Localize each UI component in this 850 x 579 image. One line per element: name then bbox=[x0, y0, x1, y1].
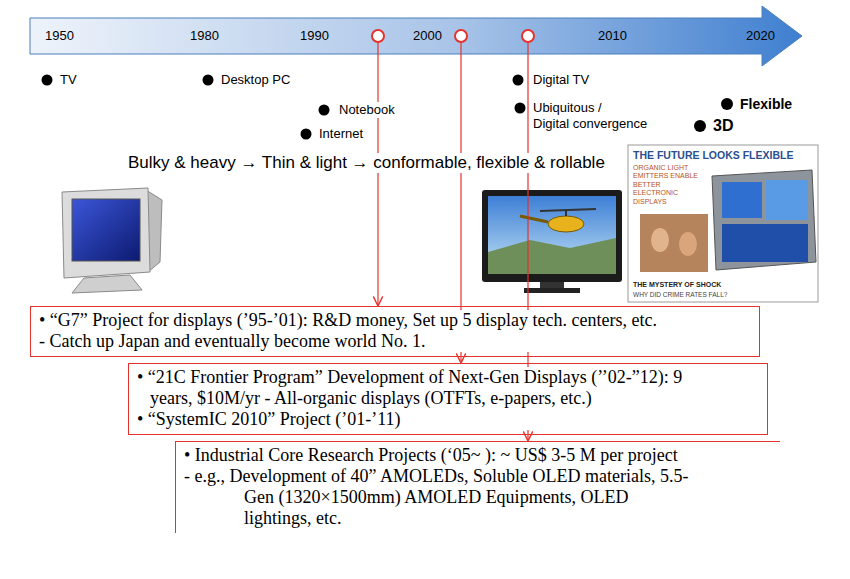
helicopter-body bbox=[548, 216, 584, 232]
device-label: TV bbox=[60, 72, 77, 88]
milestone-marker bbox=[372, 30, 384, 42]
bullet-dot bbox=[513, 75, 524, 86]
tv-neck bbox=[540, 282, 564, 288]
project-text: - Catch up Japan and eventually become w… bbox=[39, 331, 749, 352]
magazine-headline: THE MYSTERY OF SHOCK bbox=[633, 281, 721, 289]
flat-tv bbox=[482, 190, 622, 293]
year-label: 1980 bbox=[190, 28, 219, 44]
milestone-marker bbox=[522, 30, 534, 42]
milestone-marker bbox=[455, 30, 467, 42]
bullet-dot bbox=[319, 105, 330, 116]
helicopter-rotor bbox=[540, 209, 596, 211]
project-box: • Industrial Core Research Projects (‘05… bbox=[175, 441, 780, 533]
trend-caption: Bulky & heavy → Thin & light → conformab… bbox=[126, 153, 607, 173]
tv-landscape bbox=[488, 238, 616, 274]
cover-photo bbox=[640, 214, 708, 272]
magazine-cover bbox=[628, 145, 818, 302]
tv-bezel bbox=[482, 190, 622, 282]
timeline-arrow bbox=[30, 6, 802, 66]
project-text: - e.g., Development of 40” AMOLEDs, Solu… bbox=[184, 466, 689, 529]
crt-monitor bbox=[62, 188, 162, 293]
flexible-device bbox=[712, 170, 816, 270]
project-text: • “G7” Project for displays (’95-’01): R… bbox=[39, 310, 749, 331]
bullet-dot bbox=[694, 120, 706, 132]
magazine-headline: WHY DID CRIME RATES FALL? bbox=[633, 291, 727, 299]
bullet-dot bbox=[203, 75, 214, 86]
device-screen bbox=[766, 180, 808, 220]
device-label: Ubiquitous / Digital convergence bbox=[533, 100, 657, 131]
tv-base bbox=[524, 288, 580, 293]
year-label: 1950 bbox=[45, 28, 74, 44]
tv-screen bbox=[488, 196, 616, 274]
device-label: Desktop PC bbox=[221, 72, 290, 88]
bullet-dot bbox=[301, 129, 312, 140]
device-screen bbox=[722, 224, 808, 262]
cover-photo-face bbox=[679, 232, 697, 256]
device-label: Digital TV bbox=[533, 72, 589, 88]
monitor-stand bbox=[72, 275, 142, 293]
year-label: 2010 bbox=[598, 28, 627, 44]
cover-photo-face bbox=[651, 228, 669, 252]
project-text: • “SystemIC 2010” Project (’01-’11) bbox=[137, 409, 757, 430]
leader-line bbox=[377, 42, 378, 305]
year-label: 2000 bbox=[413, 28, 442, 44]
year-label: 2020 bbox=[746, 28, 775, 44]
monitor-screen bbox=[72, 199, 140, 261]
project-box: • “G7” Project for displays (’95-’01): R… bbox=[30, 306, 760, 357]
device-label: 3D bbox=[713, 116, 733, 135]
bullets bbox=[42, 75, 734, 140]
year-label: 1990 bbox=[300, 28, 329, 44]
milestone-markers bbox=[372, 30, 534, 42]
bullet-dot bbox=[721, 98, 733, 110]
bullet-dot bbox=[42, 75, 53, 86]
magazine-title: THE FUTURE LOOKS FLEXIBLE bbox=[633, 149, 793, 162]
project-text: • Industrial Core Research Projects (‘05… bbox=[184, 445, 770, 466]
project-box: • “21C Frontier Program” Development of … bbox=[128, 363, 768, 435]
device-label: Notebook bbox=[337, 102, 397, 118]
project-text: • “21C Frontier Program” Development of … bbox=[137, 367, 702, 409]
device-label: Internet bbox=[319, 126, 363, 142]
monitor-front bbox=[62, 188, 150, 278]
device-label: Flexible bbox=[740, 96, 792, 113]
device-screen bbox=[722, 182, 762, 218]
helicopter-tail bbox=[520, 216, 548, 222]
bullet-dot bbox=[515, 103, 526, 114]
magazine-subtitle: ORGANIC LIGHT EMITTERS ENABLE BETTER ELE… bbox=[633, 164, 707, 206]
cover-page bbox=[628, 145, 818, 302]
helicopter-mast bbox=[565, 210, 567, 216]
